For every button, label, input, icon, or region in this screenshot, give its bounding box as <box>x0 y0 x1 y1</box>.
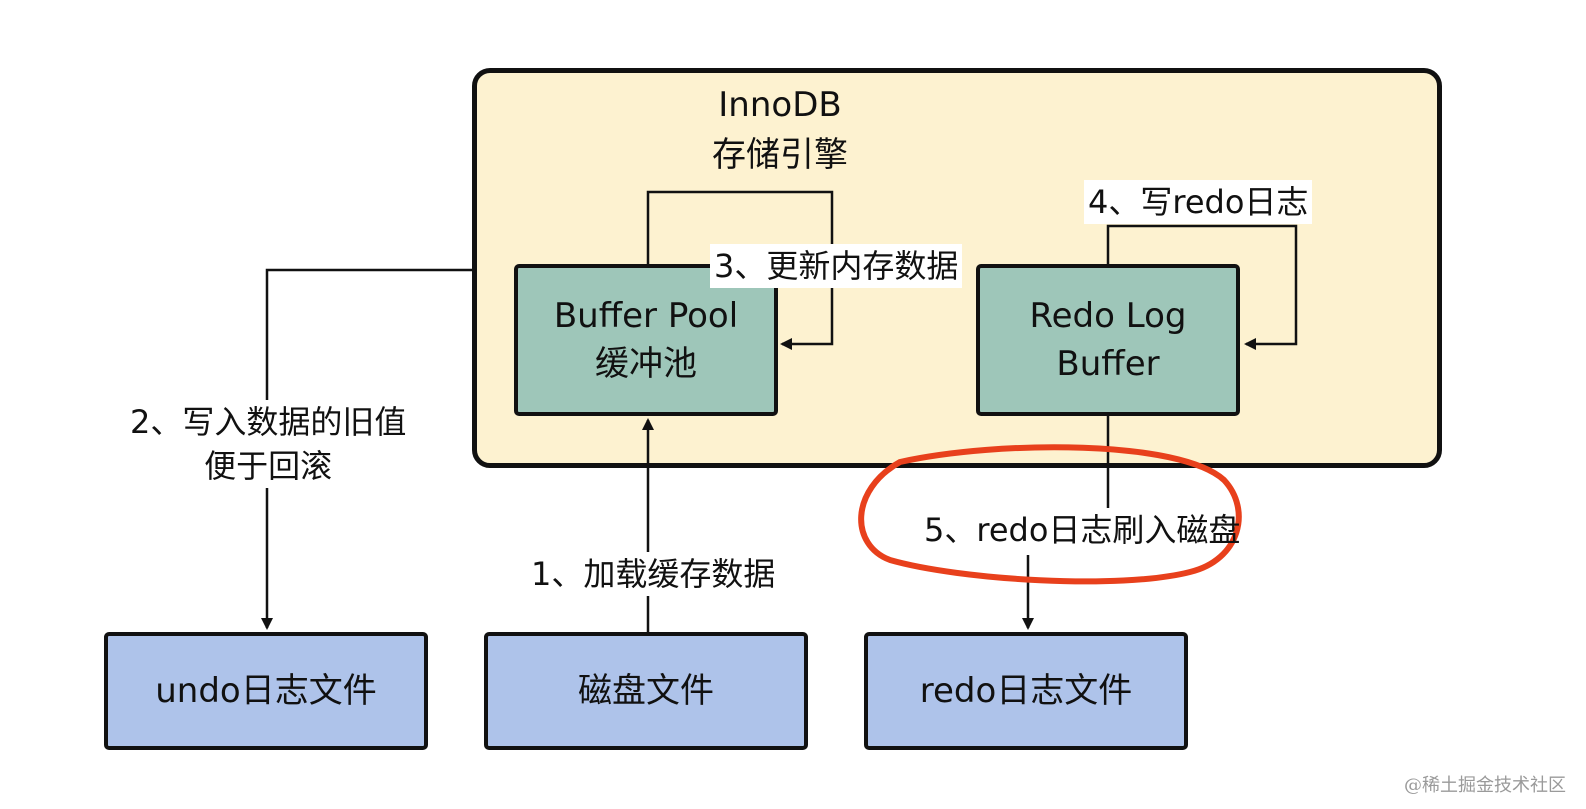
redo-log-buffer-line1: Redo Log <box>1029 296 1187 336</box>
engine-title-line1: InnoDB <box>718 85 842 125</box>
buffer-pool-line2: 缓冲池 <box>595 344 697 384</box>
step1-label: 1、加载缓存数据 <box>527 552 780 596</box>
step2-label-line2: 便于回滚 <box>204 447 333 485</box>
watermark: @稀土掘金技术社区 <box>1404 775 1566 796</box>
step2-label-line1: 2、写入数据的旧值 <box>130 403 407 441</box>
redo-log-file-box: redo日志文件 <box>864 632 1188 750</box>
redo-log-file-label: redo日志文件 <box>919 671 1133 711</box>
step2-label: 2、写入数据的旧值 便于回滚 <box>126 400 411 488</box>
arrow-step3 <box>646 190 834 350</box>
step4-label: 4、写redo日志 <box>1084 180 1313 224</box>
engine-title: InnoDB 存储引擎 <box>700 80 860 180</box>
arrow-step4 <box>1106 224 1298 350</box>
engine-title-line2: 存储引擎 <box>712 135 848 175</box>
undo-log-file-box: undo日志文件 <box>104 632 428 750</box>
step3-label: 3、更新内存数据 <box>710 244 963 288</box>
highlight-circle <box>858 444 1242 585</box>
redo-log-buffer-line2: Buffer <box>1056 344 1160 384</box>
undo-log-file-label: undo日志文件 <box>155 671 377 711</box>
buffer-pool-line1: Buffer Pool <box>553 296 739 336</box>
disk-file-label: 磁盘文件 <box>578 671 714 711</box>
disk-file-box: 磁盘文件 <box>484 632 808 750</box>
buffer-pool-box: Buffer Pool 缓冲池 <box>514 264 778 416</box>
step5-label: 5、redo日志刷入磁盘 <box>924 511 1241 549</box>
arrow-step2 <box>261 268 472 630</box>
redo-log-buffer-box: Redo Log Buffer <box>976 264 1240 416</box>
